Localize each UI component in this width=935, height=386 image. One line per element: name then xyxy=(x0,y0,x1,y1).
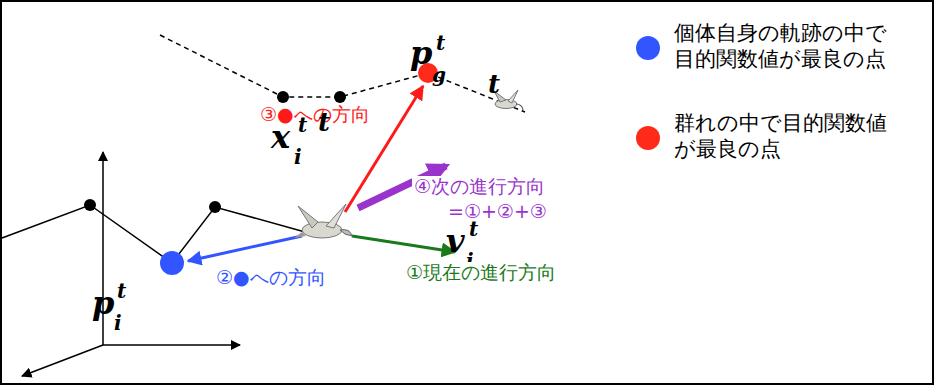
math-subscript: g xyxy=(432,64,446,86)
math-symbol: p xyxy=(410,36,432,71)
trajectory-point xyxy=(277,91,289,103)
legend-swatch xyxy=(636,126,660,150)
math-symbol: p xyxy=(92,286,114,321)
math-subscript: i xyxy=(114,312,122,334)
personal-best-point xyxy=(160,251,184,275)
math-symbol: v xyxy=(446,224,465,259)
legend-text: 個体自身の軌跡の中で 目的関数値が最良の点 xyxy=(674,20,892,73)
axis xyxy=(103,344,240,346)
math-superscript: t xyxy=(469,218,478,240)
trajectory-point xyxy=(209,201,221,213)
vector-label: ②●への方向 xyxy=(214,267,328,288)
axis xyxy=(22,345,103,376)
trajectory-point xyxy=(334,91,346,103)
vector-label: ④次の進行方向 xyxy=(412,176,547,197)
legend-swatch xyxy=(636,36,660,60)
math-symbol: x xyxy=(271,120,290,155)
trajectory-point xyxy=(84,199,96,211)
bird-icon xyxy=(294,204,352,238)
formula-label: =①+②+③ xyxy=(446,201,549,222)
swarm-trajectory xyxy=(160,35,525,112)
math-superscript: t xyxy=(436,32,445,54)
vector-label: ①現在の進行方向 xyxy=(404,262,558,283)
time-label: t xyxy=(488,70,500,99)
math-subscript: i xyxy=(294,146,302,168)
math-superscript: t xyxy=(298,114,307,136)
individual-trajectory xyxy=(2,205,305,263)
time-label: t xyxy=(318,108,330,137)
math-superscript: t xyxy=(117,280,126,302)
personal-best-vector xyxy=(188,236,302,261)
legend-text: 群れの中で目的関数値 が最良の点 xyxy=(674,110,892,163)
velocity-vector xyxy=(352,236,455,252)
